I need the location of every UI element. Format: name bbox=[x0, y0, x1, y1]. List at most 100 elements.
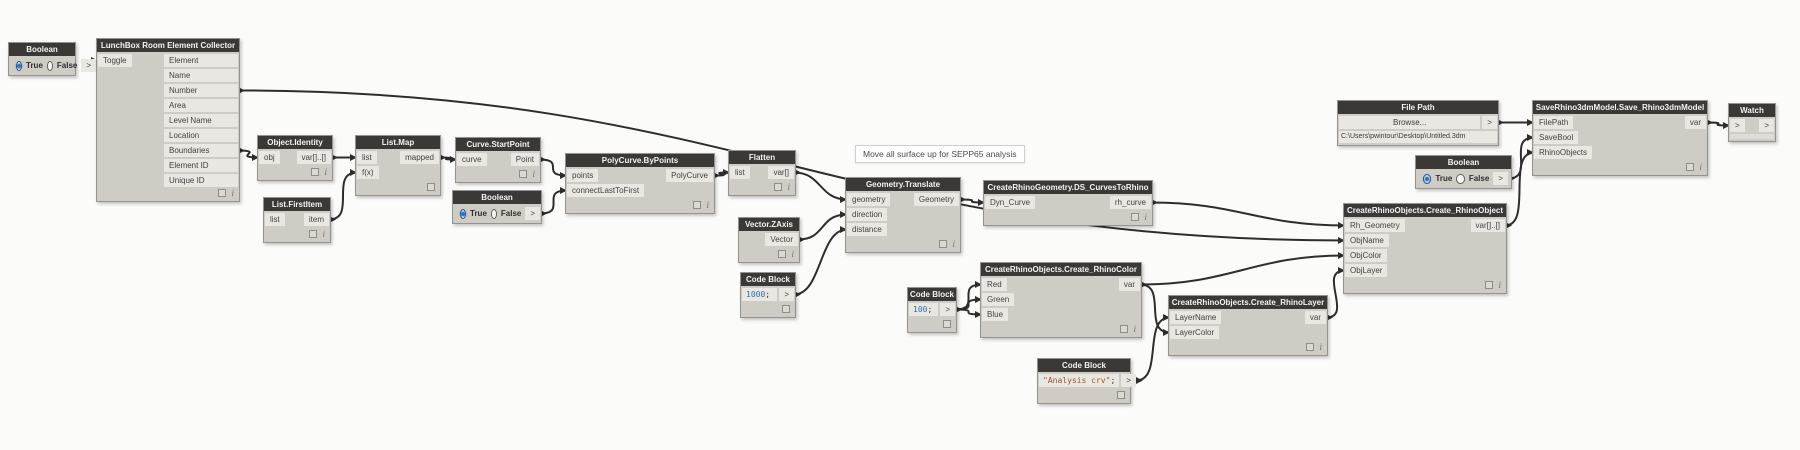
output-port-number[interactable]: Number bbox=[164, 84, 238, 97]
preview-checkbox[interactable] bbox=[782, 305, 790, 313]
input-port-toggle[interactable]: Toggle bbox=[98, 54, 132, 67]
radio-false[interactable] bbox=[490, 208, 497, 219]
preview-checkbox[interactable] bbox=[778, 250, 787, 258]
wire[interactable] bbox=[1504, 151, 1535, 227]
preview-checkbox[interactable] bbox=[939, 240, 948, 248]
info-icon[interactable]: i bbox=[1498, 279, 1501, 290]
node-watch[interactable]: Watch > > bbox=[1728, 103, 1776, 142]
wire[interactable] bbox=[793, 228, 848, 296]
wire[interactable] bbox=[1139, 283, 1171, 334]
preview-checkbox[interactable] bbox=[774, 183, 783, 191]
input-port-rh-geometry[interactable]: Rh_Geometry bbox=[1345, 219, 1405, 232]
node-boolean-toggle[interactable]: Boolean True False > bbox=[8, 42, 97, 76]
input-port[interactable]: > bbox=[1730, 119, 1745, 132]
info-icon[interactable]: i bbox=[952, 238, 955, 249]
preview-checkbox[interactable] bbox=[218, 189, 227, 197]
wire[interactable] bbox=[538, 158, 568, 177]
preview-checkbox[interactable] bbox=[693, 201, 702, 209]
output-port-rh-curve[interactable]: rh_curve bbox=[1109, 196, 1151, 209]
radio-true[interactable] bbox=[1423, 173, 1432, 184]
input-port-green[interactable]: Green bbox=[982, 293, 1015, 306]
node-create-rhinolayer[interactable]: CreateRhinoObjects.Create_RhinoLayer Lay… bbox=[1168, 295, 1328, 356]
input-port-dyn-curve[interactable]: Dyn_Curve bbox=[985, 196, 1036, 209]
note-sepp65[interactable]: Move all surface up for SEPP65 analysis bbox=[855, 145, 1025, 163]
input-port-savebool[interactable]: SaveBool bbox=[1534, 131, 1579, 144]
output-port-element-id[interactable]: Element ID bbox=[164, 159, 238, 172]
output-port[interactable]: > bbox=[1493, 172, 1508, 185]
info-icon[interactable]: i bbox=[787, 181, 790, 192]
input-port-filepath[interactable]: FilePath bbox=[1534, 116, 1574, 129]
code-editor[interactable]: "Analysis crv"; bbox=[1039, 374, 1120, 387]
output-port-name[interactable]: Name bbox=[164, 69, 238, 82]
node-vector-zaxis[interactable]: Vector.ZAxis Vector i bbox=[738, 217, 800, 263]
info-icon[interactable]: i bbox=[791, 248, 794, 259]
node-boolean-connect[interactable]: Boolean True False > bbox=[452, 190, 542, 224]
node-create-rhinoobject[interactable]: CreateRhinoObjects.Create_RhinoObject Rh… bbox=[1343, 203, 1507, 294]
node-codeblock-layername[interactable]: Code Block "Analysis crv"; > bbox=[1037, 358, 1136, 404]
code-editor[interactable]: 100; bbox=[909, 303, 939, 316]
output-port-var[interactable]: var[]..[] bbox=[1470, 219, 1505, 232]
wire[interactable] bbox=[328, 171, 358, 221]
output-port-level-name[interactable]: Level Name bbox=[164, 114, 238, 127]
input-port-layercolor[interactable]: LayerColor bbox=[1170, 326, 1220, 339]
wire[interactable] bbox=[1139, 254, 1346, 286]
wire[interactable] bbox=[797, 213, 848, 241]
input-port-points[interactable]: points bbox=[567, 169, 599, 182]
input-port-objcolor[interactable]: ObjColor bbox=[1345, 249, 1387, 262]
input-port-objname[interactable]: ObjName bbox=[1345, 234, 1389, 247]
output-port[interactable]: > bbox=[1482, 116, 1497, 129]
output-port-element[interactable]: Element bbox=[164, 54, 238, 67]
node-list-map[interactable]: List.Map list mapped f(x) bbox=[355, 135, 441, 196]
output-port[interactable]: > bbox=[779, 288, 794, 301]
output-port-item[interactable]: item bbox=[303, 213, 329, 226]
wire[interactable] bbox=[1134, 316, 1171, 382]
input-port-direction[interactable]: direction bbox=[847, 208, 888, 221]
node-create-rhinocolor[interactable]: CreateRhinoObjects.Create_RhinoColor Red… bbox=[980, 262, 1142, 338]
node-polycurve-bypoints[interactable]: PolyCurve.ByPoints points PolyCurve conn… bbox=[565, 153, 715, 214]
input-port-connectlasttofirst[interactable]: connectLastToFirst bbox=[567, 184, 645, 197]
wire[interactable] bbox=[793, 171, 848, 201]
info-icon[interactable]: i bbox=[1144, 211, 1147, 222]
info-icon[interactable]: i bbox=[231, 187, 234, 198]
input-port-list[interactable]: list bbox=[357, 151, 377, 164]
output-port-area[interactable]: Area bbox=[164, 99, 238, 112]
preview-checkbox[interactable] bbox=[1120, 325, 1129, 333]
code-editor[interactable]: 1000; bbox=[742, 288, 778, 301]
input-port-distance[interactable]: distance bbox=[847, 223, 887, 236]
input-port-fx[interactable]: f(x) bbox=[357, 166, 379, 179]
preview-checkbox[interactable] bbox=[1485, 281, 1494, 289]
info-icon[interactable]: i bbox=[706, 199, 709, 210]
preview-checkbox[interactable] bbox=[1117, 391, 1125, 399]
input-port-red[interactable]: Red bbox=[982, 278, 1007, 291]
node-flatten[interactable]: Flatten list var[] i bbox=[728, 150, 796, 196]
node-codeblock-rgb[interactable]: Code Block 100; > bbox=[907, 287, 957, 333]
preview-checkbox[interactable] bbox=[1131, 213, 1140, 221]
info-icon[interactable]: i bbox=[1319, 341, 1322, 352]
node-curve-startpoint[interactable]: Curve.StartPoint curve Point i bbox=[455, 137, 541, 183]
preview-checkbox[interactable] bbox=[1686, 163, 1695, 171]
output-port[interactable]: > bbox=[81, 59, 97, 72]
input-port-obj[interactable]: obj bbox=[259, 151, 280, 164]
output-port-boundaries[interactable]: Boundaries bbox=[164, 144, 238, 157]
node-codeblock-distance[interactable]: Code Block 1000; > bbox=[740, 272, 796, 318]
browse-button[interactable]: Browse... bbox=[1339, 116, 1481, 129]
output-port[interactable]: > bbox=[1759, 119, 1774, 132]
preview-checkbox[interactable] bbox=[427, 183, 435, 191]
preview-checkbox[interactable] bbox=[311, 168, 320, 176]
output-port[interactable]: > bbox=[940, 303, 955, 316]
preview-checkbox[interactable] bbox=[943, 320, 951, 328]
output-port-var[interactable]: var bbox=[1118, 278, 1140, 291]
output-port-var[interactable]: var bbox=[1304, 311, 1326, 324]
output-port-polycurve[interactable]: PolyCurve bbox=[666, 169, 713, 182]
input-port-layername[interactable]: LayerName bbox=[1170, 311, 1222, 324]
radio-false[interactable] bbox=[46, 60, 53, 71]
info-icon[interactable]: i bbox=[532, 168, 535, 179]
output-port-point[interactable]: Point bbox=[510, 153, 539, 166]
radio-true[interactable] bbox=[16, 60, 22, 71]
info-icon[interactable]: i bbox=[322, 228, 325, 239]
output-port[interactable]: > bbox=[1121, 374, 1136, 387]
info-icon[interactable]: i bbox=[324, 166, 327, 177]
output-port-vector[interactable]: Vector bbox=[765, 233, 798, 246]
output-port-var[interactable]: var[]..[] bbox=[296, 151, 331, 164]
info-icon[interactable]: i bbox=[1699, 161, 1702, 172]
